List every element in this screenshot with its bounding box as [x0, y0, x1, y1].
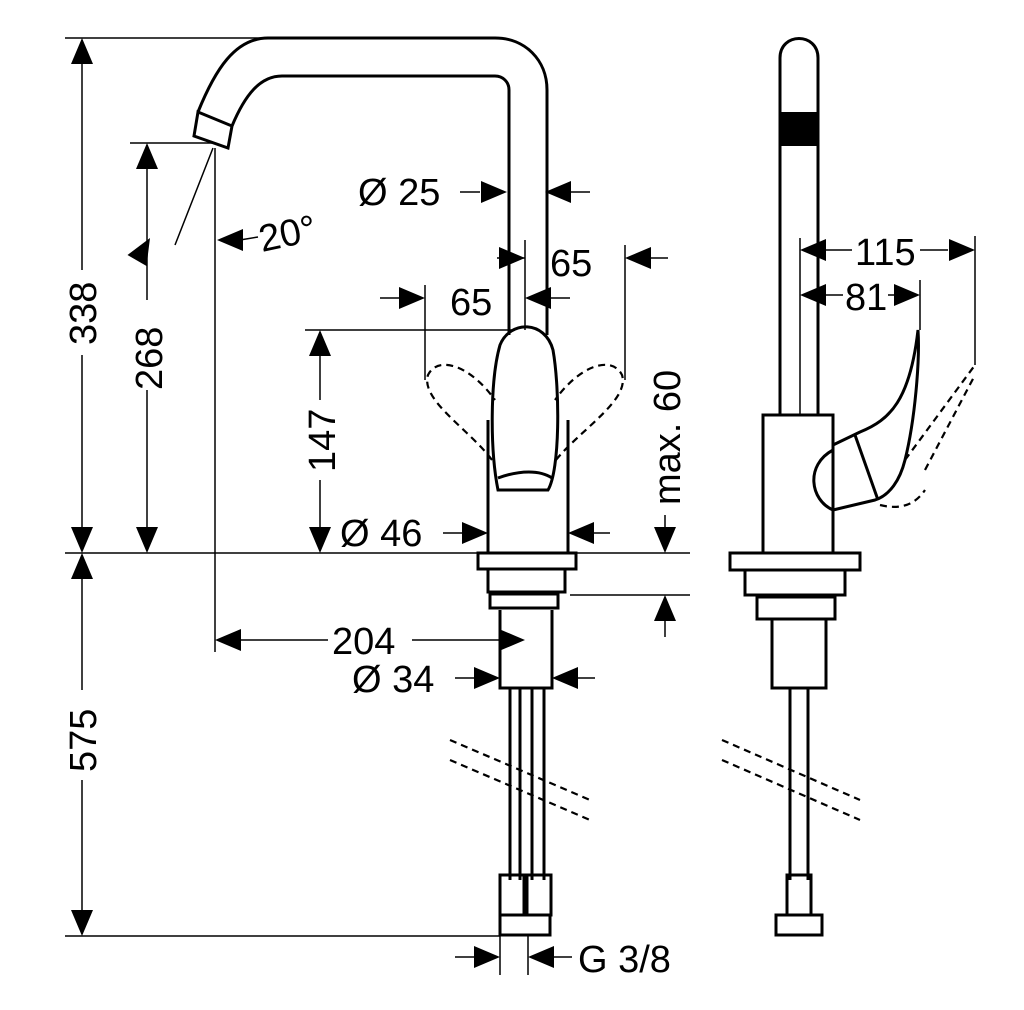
dimension-204: 204	[215, 621, 525, 663]
dimension-label-20-degrees: 20°	[255, 208, 320, 261]
mounting-base-front	[476, 551, 578, 937]
dimension-label-268: 268	[129, 327, 171, 390]
dimension-115: 115	[799, 232, 976, 415]
dimension-label-65-left: 65	[450, 282, 492, 324]
faucet-body-front	[426, 325, 624, 555]
dimension-max-60: max. 60	[570, 370, 690, 637]
dimension-diameter-25: Ø 25	[358, 172, 590, 214]
dimension-diameter-34: Ø 34	[352, 659, 595, 701]
spout-front-view	[192, 36, 549, 335]
dimension-diameter-46: Ø 46	[340, 513, 610, 555]
faucet-side-view	[728, 37, 976, 937]
dimension-label-max-60: max. 60	[647, 370, 689, 505]
dimension-65-left: 65	[380, 282, 570, 380]
dimension-label-81: 81	[845, 277, 887, 319]
dimension-angle-20: 20°	[127, 147, 320, 652]
dimension-label-575: 575	[63, 709, 105, 772]
dimension-thread-g38: G 3/8	[455, 936, 671, 981]
dimension-label-338: 338	[63, 282, 105, 345]
dimension-label-diameter-34: Ø 34	[352, 659, 434, 701]
dimension-147: 147	[302, 329, 515, 553]
dimension-label-diameter-46: Ø 46	[340, 513, 422, 555]
dimension-label-g38: G 3/8	[578, 939, 671, 981]
handle-lever	[490, 325, 560, 492]
dimension-65-right: 65	[497, 240, 668, 380]
dimension-label-204: 204	[332, 621, 395, 663]
dimension-338-575: 338 575	[63, 37, 690, 937]
dimension-label-147: 147	[302, 409, 344, 472]
aerator	[192, 109, 234, 151]
dimension-label-diameter-25: Ø 25	[358, 172, 440, 214]
dimension-268: 268	[129, 142, 212, 553]
dimension-label-115: 115	[855, 232, 916, 274]
dimension-81: 81	[800, 277, 921, 330]
dimension-label-65-right: 65	[550, 243, 592, 285]
